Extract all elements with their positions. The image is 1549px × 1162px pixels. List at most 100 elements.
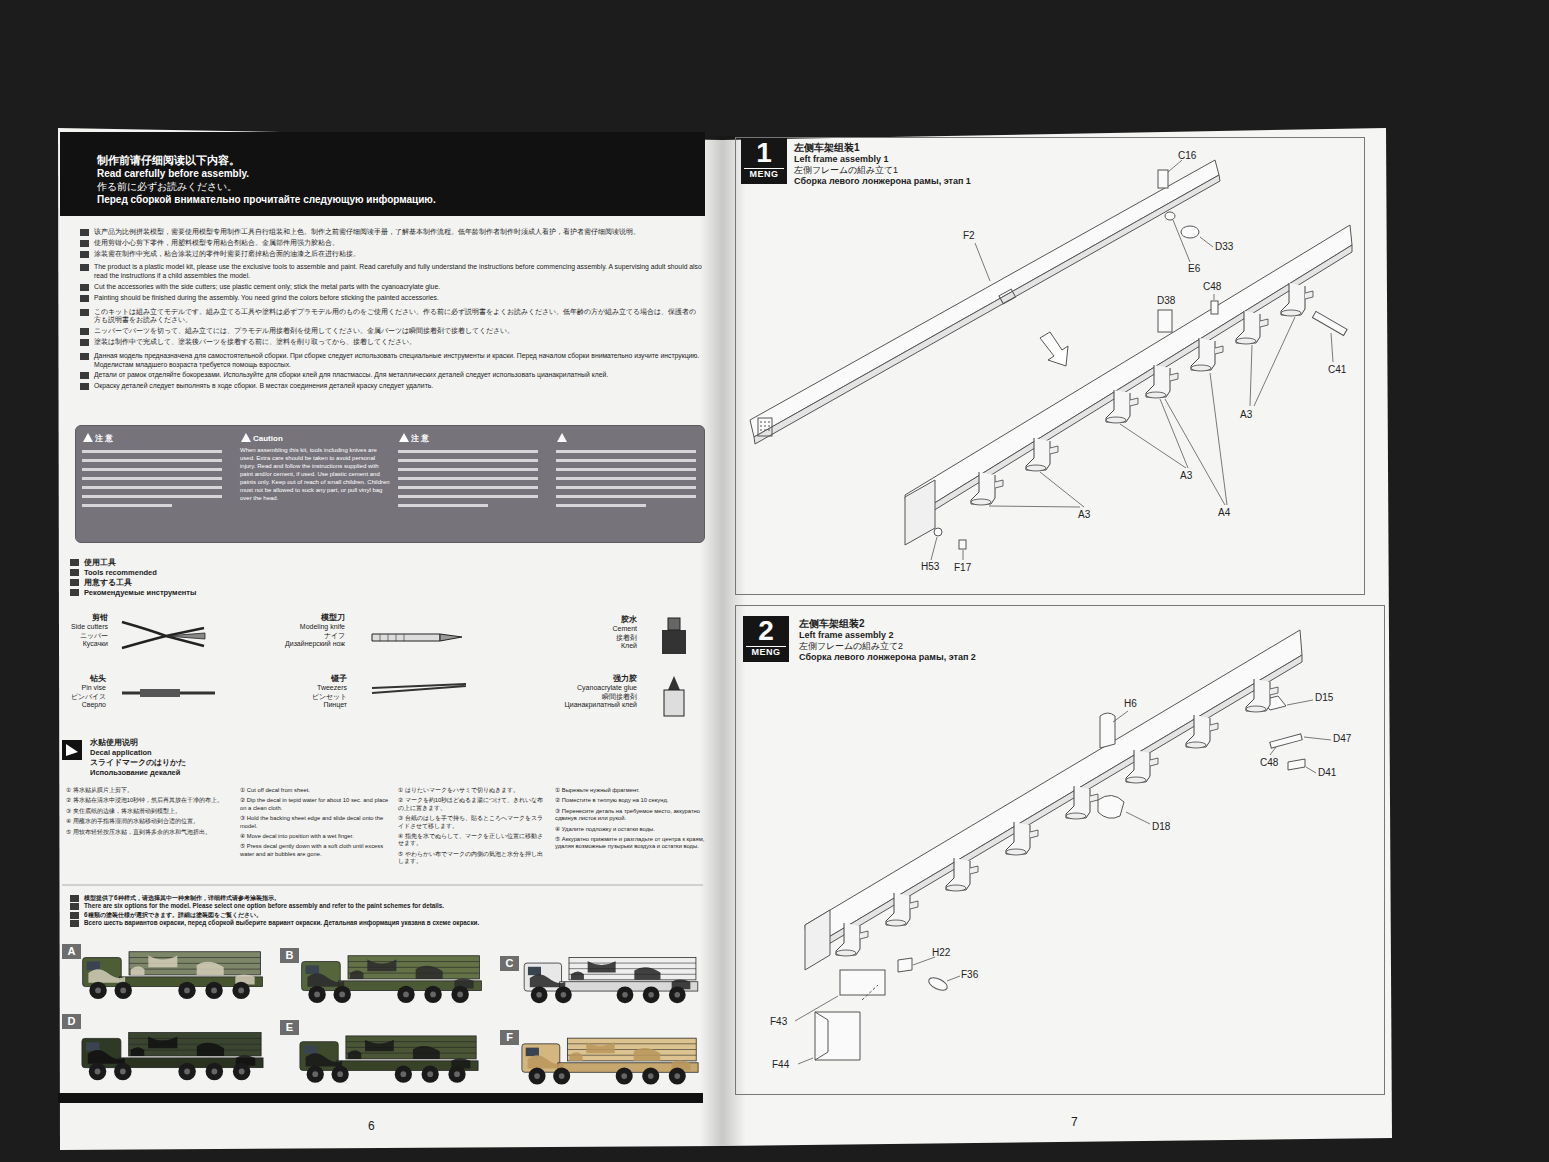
tool-name: 接着剤: [557, 634, 637, 643]
frame-rail-drawing: [959, 540, 966, 549]
tool-icon: [122, 618, 686, 716]
frame-rail-drawing: [1098, 795, 1124, 818]
header-text: Перед сборкой внимательно прочитайте сле…: [97, 193, 695, 206]
page-number: 7: [1071, 1116, 1078, 1129]
text-column: 该产品为比例拼装模型，需要使用模型专用制作工具自行组装和上色。制作之前需仔细阅读…: [80, 228, 702, 393]
leader-line: [1287, 700, 1313, 705]
text-column: 强力胶Cyanoacrylate glue瞬間接着剤Цианакрилатный…: [532, 674, 637, 710]
leader-line: [1173, 220, 1190, 262]
tool-name: Modeling knife: [250, 623, 345, 632]
decal-step: ④ Move decal into position with a wet fi…: [240, 833, 390, 840]
frame-rail-drawing: [927, 975, 949, 993]
callout-number: H53: [921, 561, 939, 572]
placeholder-lines: [398, 504, 488, 507]
option-letter: A: [62, 944, 81, 959]
placeholder-lines: [398, 450, 538, 453]
placeholder-lines: [556, 477, 696, 480]
step-title: 左側フレームの組み立て1: [794, 165, 971, 176]
paint-scheme-truck: [82, 1033, 263, 1081]
tool-name: 剪钳: [28, 613, 108, 623]
placeholder-lines: [556, 504, 646, 507]
page-number: 6: [368, 1120, 375, 1133]
placeholder-lines: [398, 486, 538, 489]
decal-step: ② Поместите в теплую воду на 10 секунд.: [555, 797, 705, 804]
part-bracket: [836, 679, 1278, 956]
leader-line: [1126, 812, 1150, 824]
frame-rail-drawing: [1158, 310, 1172, 332]
part-bracket: [1026, 438, 1058, 471]
placeholder-lines: [398, 459, 538, 462]
tool-name: 瞬間接着剤: [532, 693, 637, 702]
placeholder-lines: [556, 450, 696, 453]
step-badge: 2MENG: [743, 616, 789, 662]
tool-icon: [372, 684, 466, 693]
option-letter: C: [500, 956, 519, 971]
callout-number: H22: [932, 947, 950, 958]
callout-number: D33: [1215, 241, 1233, 252]
placeholder-lines: [82, 450, 222, 453]
placeholder-lines: [556, 486, 696, 489]
paint-scheme-truck: [82, 952, 698, 1085]
part-bracket: [1126, 750, 1158, 783]
option-letter: F: [500, 1030, 519, 1045]
part-bracket: [1191, 338, 1223, 371]
text-column: 剪钳Side cuttersニッパーКусачки: [28, 613, 108, 649]
notice-text: Данная модель предназначена для самостоя…: [80, 352, 702, 370]
part-bracket: [1006, 822, 1038, 855]
step-number: 1: [741, 138, 787, 168]
decal-step: ③ 台紙のはしを手で持ち、貼るところへマークをスライドさせて移します。: [398, 815, 548, 830]
tool-name: ナイフ: [250, 632, 345, 641]
leader-line: [989, 472, 1084, 507]
callout-number: D47: [1333, 733, 1351, 744]
placeholder-lines: [82, 477, 222, 480]
section-heading: Рекомендуемые инструменты: [70, 588, 370, 598]
caution-heading: Caution: [240, 433, 390, 444]
callout-number: C41: [1328, 364, 1346, 375]
text-column: ① Вырежьте нужный фрагмент.② Поместите в…: [555, 787, 705, 854]
placeholder-lines: [82, 486, 222, 489]
part-bracket: [1246, 679, 1278, 712]
tool-name: Дизайнерский нож: [250, 640, 345, 649]
frame-rail-drawing: [999, 289, 1016, 304]
placeholder-lines: [556, 459, 696, 462]
step-frame: 左侧车架组装2Left frame assembly 2左側フレームの組み立て2…: [735, 605, 1385, 1095]
caution-heading: 注 意: [398, 433, 548, 444]
callout-number: D38: [1157, 295, 1175, 306]
tool-name: 胶水: [557, 615, 637, 625]
decal-icon: [66, 744, 78, 756]
callout-number: F44: [772, 1059, 789, 1070]
placeholder-lines: [398, 477, 538, 480]
frame-rail-drawing: [815, 1012, 860, 1060]
frame-rail-drawing: [1211, 301, 1218, 314]
callout-number: A3: [1240, 409, 1252, 420]
part-bracket: [1066, 786, 1098, 819]
notice-text: The product is a plastic model kit, plea…: [80, 263, 702, 281]
decal-step: ⑤ Press decal gently down with a soft cl…: [240, 843, 390, 858]
text-column: 水贴使用说明Decal applicationスライドマークのはりかたИспол…: [90, 738, 390, 778]
frame-rail-drawing: [905, 225, 1352, 520]
text-column: 使用工具Tools recommended用意する工具Рекомендуемые…: [70, 558, 370, 598]
step-title: Сборка левого лонжерона рамы, этап 1: [794, 176, 971, 187]
notice-text: Детали от рамок отделяйте бокорезами. Ис…: [80, 371, 702, 380]
tool-name: Кусачки: [28, 640, 108, 649]
tool-name: 强力胶: [532, 674, 637, 684]
frame-rail-drawing: [862, 985, 878, 1000]
tool-icon: [440, 634, 462, 641]
callout-number: A3: [1078, 509, 1090, 520]
leader-line: [931, 537, 937, 560]
notice-text: 使用剪钳小心剪下零件，用塑料模型专用粘合剂粘合。金属部件用强力胶粘合。: [80, 239, 702, 248]
text-column: 镊子TweezersピンセットПинцет: [252, 674, 347, 710]
frame-rail-drawing: [1165, 212, 1175, 220]
header-text: Read carefully before assembly.: [97, 167, 695, 180]
placeholder-lines: [556, 495, 696, 498]
step-number: 2: [743, 616, 789, 646]
callout-number: F2: [963, 230, 975, 241]
callout-number: D41: [1318, 767, 1336, 778]
callout-number: E6: [1188, 263, 1200, 274]
leader-line: [798, 1058, 813, 1064]
leader-line: [1113, 711, 1128, 722]
leader-line: [975, 243, 990, 281]
decal-step: ③ 夹住底纸的边缘，将水贴滑动到模型上。: [66, 808, 231, 815]
header-text: 作る前に必ずお読みください。: [97, 180, 695, 193]
